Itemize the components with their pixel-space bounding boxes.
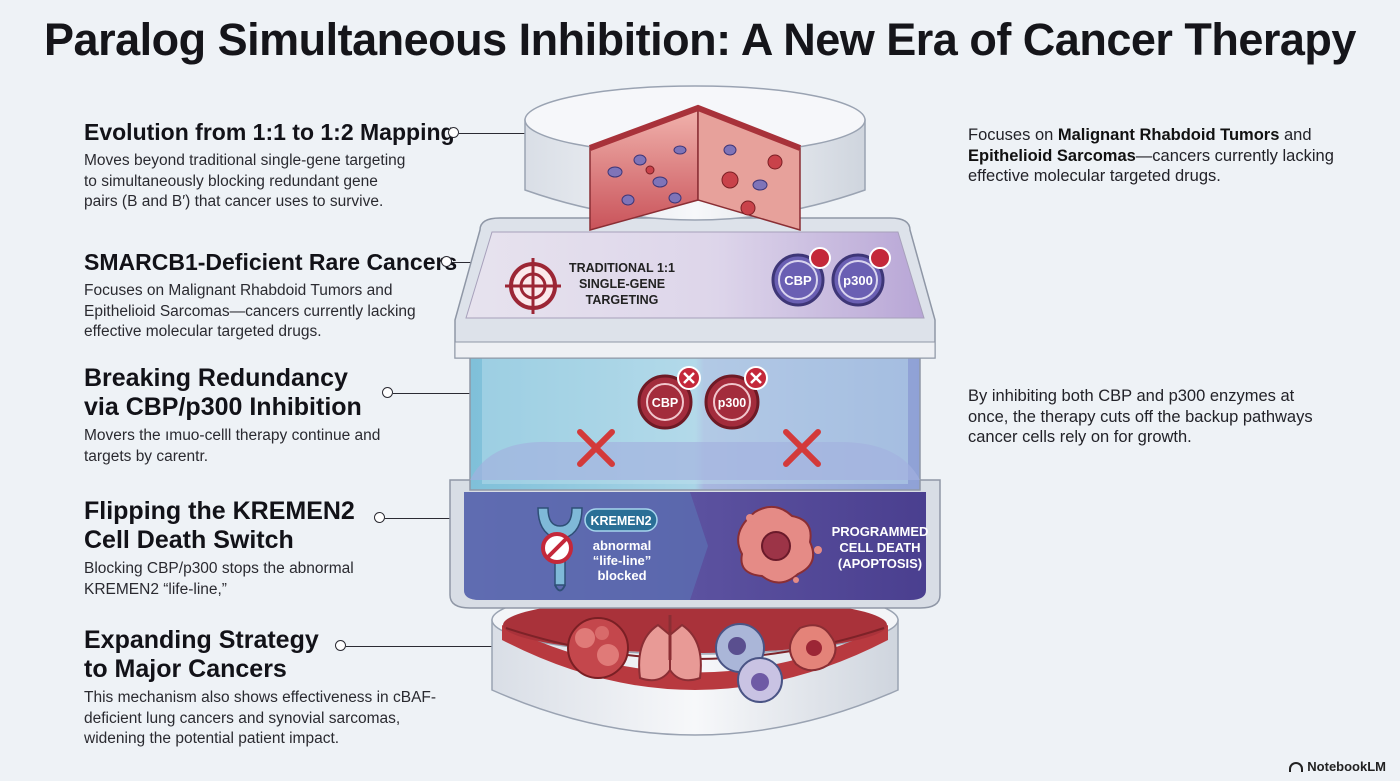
blocked-label-line3: blocked [597, 568, 646, 583]
cbp-blocked-label: CBP [652, 396, 678, 410]
connector-dot [382, 387, 393, 398]
kremen2-badge [584, 508, 658, 532]
block-smarcb1-body: Focuses on Malignant Rhabdoid Tumors and… [84, 282, 416, 340]
block-redundancy-heading: Breaking Redundancy via CBP/p300 Inhibit… [84, 364, 362, 421]
cbp-blocked-target-icon [637, 366, 701, 430]
layered-drug-diagram: TRADITIONAL 1:1 SINGLE-GENE TARGETING CB… [449, 85, 941, 736]
right-text-cancers: Focuses on Malignant Rhabdoid Tumors and… [968, 125, 1348, 187]
block-smarcb1-heading: SMARCB1-Deficient Rare Cancers [84, 249, 458, 275]
right-text-inhibition: By inhibiting both CBP and p300 enzymes … [968, 387, 1313, 446]
block-kremen2: Flipping the KREMEN2 Cell Death Switch B… [84, 497, 424, 600]
block-expanding-heading: Expanding Strategy to Major Cancers [84, 626, 319, 683]
block-smarcb1: SMARCB1-Deficient Rare Cancers Focuses o… [84, 248, 464, 343]
block-evolution-heading: Evolution from 1:1 to 1:2 Mapping [84, 119, 455, 145]
right-text-bold-es: Epithelioid Sarcomas [968, 146, 1136, 165]
top-tissue-tier [524, 85, 866, 232]
connector-dot [441, 256, 452, 267]
blocked-label-line1: abnormal [593, 538, 652, 553]
death-label-line3: (APOPTOSIS) [838, 556, 922, 571]
p300-label: p300 [843, 273, 873, 288]
traditional-label-line1: TRADITIONAL 1:1 [569, 261, 675, 275]
page-title: Paralog Simultaneous Inhibition: A New E… [44, 14, 1356, 65]
right-text-span: —cancers currently lacking effective mol… [968, 146, 1334, 186]
traditional-label-line3: TARGETING [586, 293, 659, 307]
block-redundancy: Breaking Redundancy via CBP/p300 Inhibit… [84, 364, 424, 467]
blocked-label-line2: “life-line” [593, 553, 652, 568]
red-x-icon [783, 429, 821, 467]
lung-icon [638, 615, 702, 682]
connector-dot [374, 512, 385, 523]
p300-blocked-target-icon [704, 366, 768, 430]
block-evolution: Evolution from 1:1 to 1:2 Mapping Moves … [84, 118, 464, 213]
right-text-span: and [1284, 126, 1312, 144]
target-icon [505, 258, 561, 314]
red-x-icon [577, 429, 615, 467]
p300-blocked-label: p300 [718, 396, 747, 410]
connector-dot [448, 127, 459, 138]
block-expanding: Expanding Strategy to Major Cancers This… [84, 626, 444, 750]
death-label-line1: PROGRAMMED [832, 524, 929, 539]
block-evolution-body: Moves beyond traditional single-gene tar… [84, 152, 406, 210]
tumor-cell-icon [567, 617, 629, 679]
death-label-line2: CELL DEATH [839, 540, 920, 555]
kremen2-tier [449, 479, 941, 609]
connector-line [346, 646, 546, 647]
cell-icon [715, 623, 783, 703]
apoptotic-cell-icon [737, 505, 822, 584]
connector-line [459, 133, 567, 134]
block-kremen2-body: Blocking CBP/p300 stops the abnormal KRE… [84, 560, 354, 598]
prohibited-icon [541, 532, 573, 564]
right-text-bold-mrt: Malignant Rhabdoid Tumors [1057, 126, 1280, 144]
right-text-span: Focuses on [968, 126, 1058, 144]
connector-dot [335, 640, 346, 651]
block-expanding-body: This mechanism also shows effectiveness … [84, 689, 437, 747]
connector-line [385, 518, 511, 519]
traditional-label-line2: SINGLE-GENE [579, 277, 665, 291]
notebooklm-logo-icon [1289, 761, 1304, 772]
tumor-cell-icon [789, 624, 837, 672]
brand-label: NotebookLM [1307, 759, 1386, 774]
p300-target-icon [831, 247, 891, 307]
cbp-target-icon [771, 247, 831, 307]
cbp-label: CBP [784, 273, 812, 288]
block-kremen2-heading: Flipping the KREMEN2 Cell Death Switch [84, 497, 355, 554]
kremen2-label: KREMEN2 [590, 514, 651, 528]
brand-footer: NotebookLM [1289, 759, 1386, 774]
block-redundancy-body: Movers the ımuo-celll therapy continue a… [84, 427, 381, 465]
